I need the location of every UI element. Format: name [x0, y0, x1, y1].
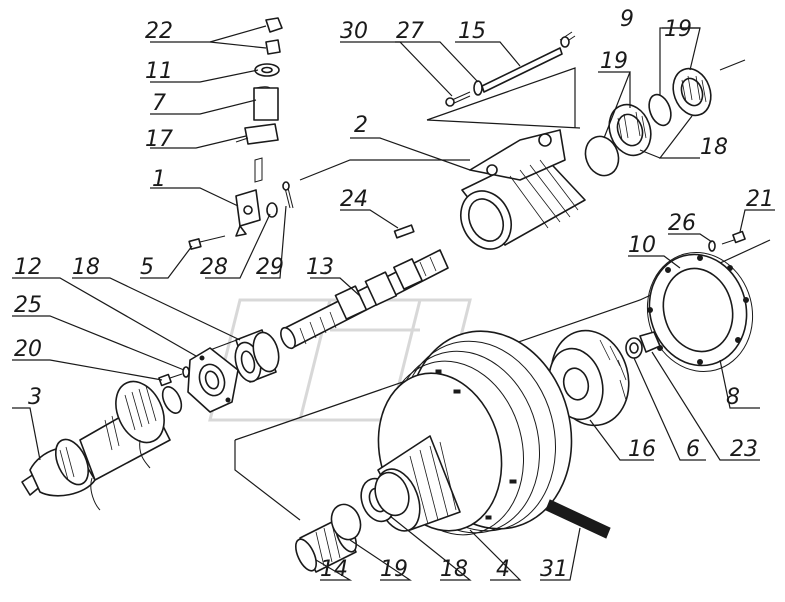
callout-15: 15 — [458, 19, 486, 44]
part-18-bearing-lower — [360, 471, 410, 523]
callout-29: 29 — [256, 255, 284, 280]
part-18-bearing-upper — [672, 67, 712, 117]
callout-17: 17 — [145, 127, 173, 152]
callout-6: 6 — [686, 437, 700, 462]
callout-23: 23 — [730, 437, 758, 462]
part-12-cover — [187, 347, 239, 413]
callout-labels: 22 11 7 17 1 5 28 29 13 12 18 25 20 3 30… — [14, 7, 774, 582]
callout-18-left: 18 — [72, 255, 100, 280]
callout-13: 13 — [306, 255, 334, 280]
part-4-pulley — [375, 330, 573, 536]
callout-1: 1 — [152, 167, 166, 192]
callout-19-bottom: 19 — [380, 557, 408, 582]
part-1-fork — [235, 189, 261, 237]
callout-27: 27 — [396, 19, 424, 44]
part-9-collar — [648, 93, 672, 127]
part-15-pin — [481, 31, 576, 93]
part-11-washer — [254, 63, 280, 77]
callout-24: 24 — [340, 187, 368, 212]
callout-11: 11 — [145, 59, 173, 84]
callout-2: 2 — [354, 113, 368, 138]
part-28-washer — [266, 202, 278, 218]
callout-19-mid: 19 — [600, 49, 628, 74]
part-8-gasket — [646, 252, 754, 372]
part-19-bearing-upper — [608, 103, 652, 157]
callout-19-top: 19 — [664, 17, 692, 42]
callout-10: 10 — [628, 233, 656, 258]
assembly-lines — [209, 59, 771, 521]
part-26-washer — [708, 240, 716, 252]
part-20-bolt — [158, 373, 183, 387]
callout-8: 8 — [726, 385, 740, 410]
callout-26: 26 — [668, 211, 696, 236]
callout-18-upper: 18 — [700, 135, 728, 160]
part-31-belt — [545, 499, 611, 539]
callout-25: 25 — [14, 293, 42, 318]
callout-20: 20 — [14, 337, 42, 362]
callout-22: 22 — [145, 19, 173, 44]
callout-4: 4 — [496, 557, 510, 582]
callout-28: 28 — [200, 255, 228, 280]
part-29-cotter-pin — [282, 181, 294, 209]
callout-31: 31 — [540, 557, 568, 582]
part-10-flange — [647, 253, 749, 367]
part-7-spring — [253, 86, 279, 121]
part-23-nut — [639, 331, 661, 353]
part-17-lever — [235, 123, 279, 183]
callout-9: 9 — [620, 7, 634, 32]
leader-lines — [12, 25, 775, 581]
part-13-splined-shaft — [280, 249, 449, 350]
callout-16: 16 — [628, 437, 656, 462]
part-18-bearing-left — [234, 329, 280, 383]
callout-3: 3 — [28, 385, 42, 410]
part-24-key — [393, 224, 415, 239]
part-22-nuts — [265, 17, 283, 55]
callout-30: 30 — [340, 19, 368, 44]
callout-5: 5 — [140, 255, 154, 280]
part-19-ring-upper — [584, 135, 620, 177]
part-6-washer — [625, 337, 643, 359]
part-2-housing — [460, 129, 586, 250]
part-5-bolt — [188, 235, 226, 250]
part-30-cotter-pin — [445, 91, 471, 107]
part-25-washer — [182, 366, 190, 378]
callout-12: 12 — [14, 255, 42, 280]
callout-14: 14 — [320, 557, 348, 582]
part-27-washer — [473, 80, 483, 96]
callout-7: 7 — [152, 91, 166, 116]
part-21-bolt — [721, 230, 746, 245]
part-3-drive-shaft — [21, 380, 183, 511]
callout-18-bottom: 18 — [440, 557, 468, 582]
callout-21: 21 — [746, 187, 774, 212]
part-16-hub — [548, 329, 630, 427]
part-19-ring-lower — [330, 503, 362, 541]
